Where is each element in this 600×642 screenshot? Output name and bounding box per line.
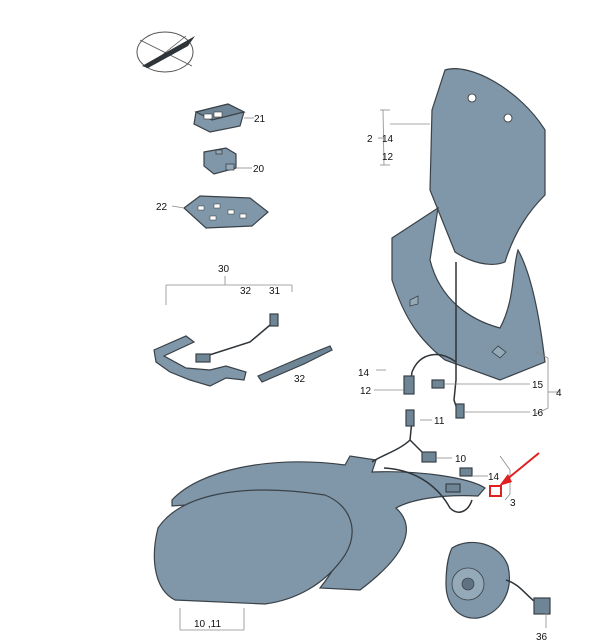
highlight-box — [489, 485, 502, 497]
label-part-22: 22 — [156, 202, 168, 213]
label-part-12-mid: 12 — [360, 386, 372, 397]
label-part-2: 2 — [367, 134, 373, 145]
label-part-32-bottom: 32 — [294, 374, 306, 385]
label-part-16: 16 — [532, 408, 544, 419]
label-part-36: 36 — [536, 632, 548, 642]
label-part-11: 11 — [434, 416, 445, 427]
part-30-harness — [153, 313, 333, 387]
label-part-14-mid: 14 — [358, 368, 370, 379]
label-part-10-11: 10 ,11 — [194, 619, 221, 630]
compass-logo-icon — [136, 31, 195, 73]
backrest-wiring — [403, 262, 465, 419]
label-part-20: 20 — [253, 164, 265, 175]
backrest-frame — [391, 206, 546, 381]
label-part-14-low: 14 — [488, 472, 500, 483]
blower-fan — [445, 541, 551, 619]
label-part-32-top: 32 — [240, 286, 252, 297]
cushion-wiring — [371, 409, 473, 513]
label-part-12-top: 12 — [382, 152, 394, 163]
label-part-3: 3 — [510, 498, 516, 509]
label-part-15: 15 — [532, 380, 544, 391]
label-part-21: 21 — [254, 114, 266, 125]
label-part-30: 30 — [218, 264, 230, 275]
label-part-10: 10 — [455, 454, 467, 465]
backrest-panel — [429, 68, 546, 265]
part-21-module — [193, 103, 246, 133]
label-part-4: 4 — [556, 388, 562, 399]
label-part-31: 31 — [269, 286, 281, 297]
red-arrow-icon — [499, 452, 540, 486]
label-part-14-top: 14 — [382, 134, 394, 145]
cushion-mat — [153, 455, 486, 605]
part-22-plate — [183, 195, 269, 229]
part-20-connector-block — [203, 147, 237, 175]
